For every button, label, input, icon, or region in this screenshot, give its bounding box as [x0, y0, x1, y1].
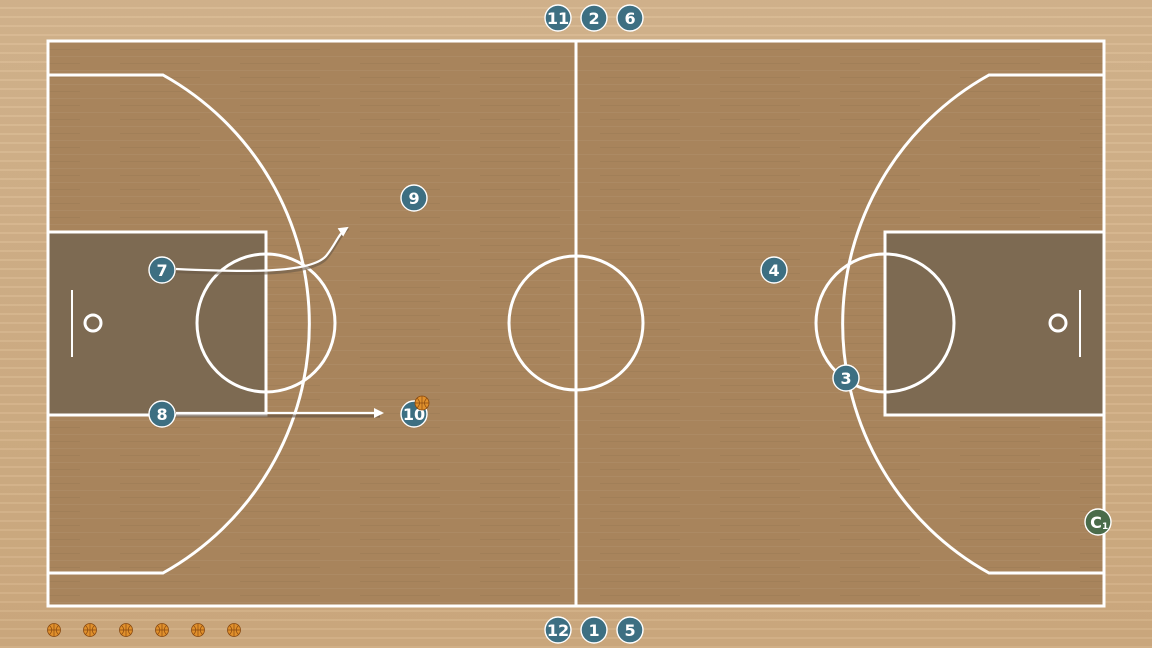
coach-label: C	[1090, 513, 1102, 532]
player-9[interactable]: 9	[400, 184, 428, 212]
player-6[interactable]: 6	[616, 4, 644, 32]
player-3[interactable]: 3	[832, 364, 860, 392]
player-5[interactable]: 5	[616, 616, 644, 644]
player-label: 7	[156, 261, 167, 280]
player-label: 6	[624, 9, 635, 28]
center-circle	[507, 254, 645, 392]
right-key-lines	[883, 230, 1106, 417]
player-4[interactable]: 4	[760, 256, 788, 284]
basketball-icon[interactable]	[155, 623, 169, 637]
basketball-icon[interactable]	[414, 395, 430, 411]
player-7[interactable]: 7	[148, 256, 176, 284]
player-label: 1	[588, 621, 599, 640]
cut-arrow-7	[175, 226, 349, 273]
basketball-icon[interactable]	[47, 623, 61, 637]
right-hoop	[1048, 313, 1068, 333]
player-8[interactable]: 8	[148, 400, 176, 428]
coach-sub-label: 1	[1102, 522, 1108, 532]
player-label: 5	[624, 621, 635, 640]
player-label: 3	[840, 369, 851, 388]
player-label: 12	[547, 621, 569, 640]
left-three-point-line	[48, 73, 311, 575]
player-label: 4	[768, 261, 779, 280]
spare-balls	[47, 623, 241, 637]
player-label: 9	[408, 189, 419, 208]
basketball-icon[interactable]	[83, 623, 97, 637]
right-key	[885, 232, 1104, 415]
player-1[interactable]: 1	[580, 616, 608, 644]
player-label: 2	[588, 9, 599, 28]
left-free-throw-circle	[195, 252, 337, 394]
right-free-throw-circle	[814, 252, 956, 394]
player-2[interactable]: 2	[580, 4, 608, 32]
player-label: 11	[547, 9, 569, 28]
player-label: 8	[156, 405, 167, 424]
basketball-icon[interactable]	[191, 623, 205, 637]
basketball-icon[interactable]	[119, 623, 133, 637]
right-three-point-line	[841, 73, 1104, 575]
player-12[interactable]: 12	[544, 616, 572, 644]
basketball-icon[interactable]	[227, 623, 241, 637]
left-hoop	[83, 313, 103, 333]
coach-c1[interactable]: C 1	[1084, 508, 1112, 536]
player-11[interactable]: 11	[544, 4, 572, 32]
